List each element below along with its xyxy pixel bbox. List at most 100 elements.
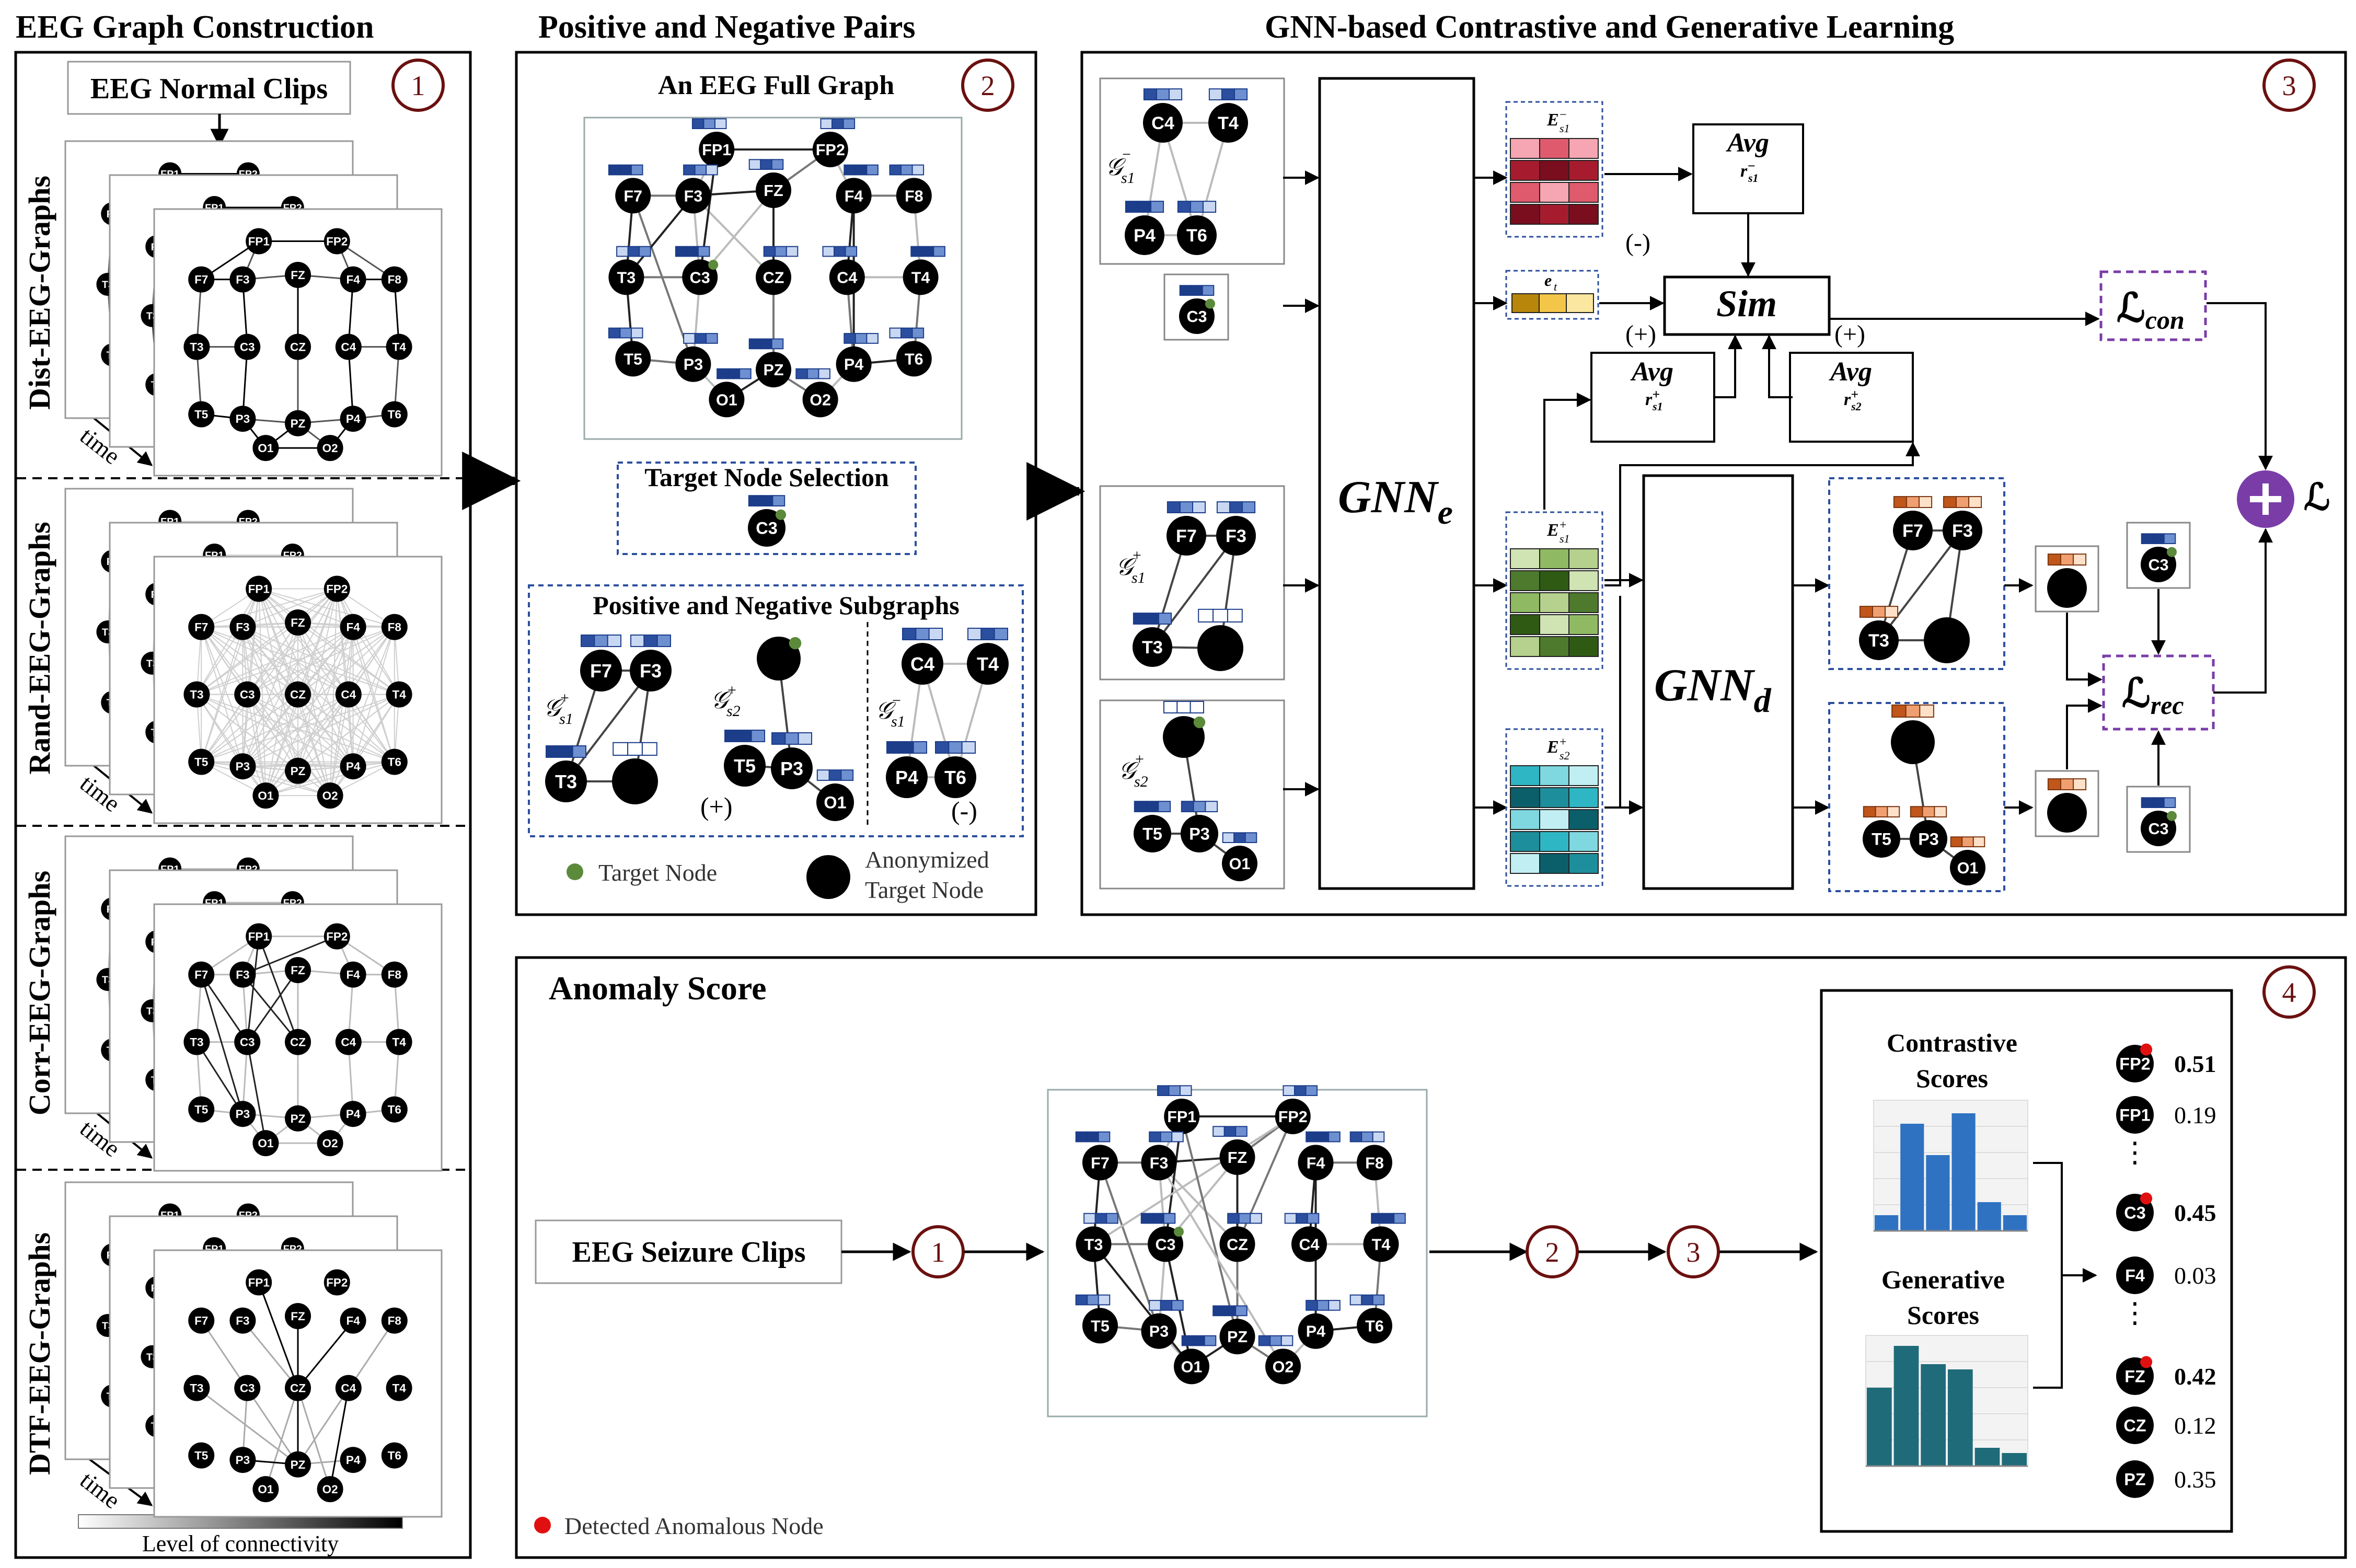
feature-cell	[1235, 1126, 1248, 1137]
feature-cell	[1143, 88, 1157, 101]
feature-cell	[1106, 1213, 1118, 1224]
graph-edge	[348, 694, 395, 763]
electrode-node	[699, 132, 735, 167]
electrode-label: T6	[388, 756, 401, 769]
electrode-label: T5	[194, 756, 208, 769]
reconstruction-loss-label: ℒrec	[2122, 672, 2184, 720]
feature-cell	[2152, 797, 2165, 809]
electrode-label: T3	[190, 341, 203, 354]
feature-cell	[798, 732, 812, 745]
graph-type-label-corr: Corr-EEG-Graphs	[22, 871, 56, 1115]
graph-edge	[297, 1320, 354, 1389]
target-marker	[2166, 811, 2177, 821]
target-node-selection-box	[617, 462, 917, 555]
target-marker	[708, 260, 719, 270]
electrode-label: C4	[341, 1382, 356, 1395]
electrode-label: FP2	[2119, 1055, 2150, 1074]
graph-edge	[265, 627, 354, 796]
eeg-normal-clips-label: EEG Normal Clips	[90, 73, 328, 105]
gnn-decoder-block	[1642, 474, 1794, 890]
feature-cell	[1919, 704, 1934, 718]
feature-cell	[1168, 1085, 1181, 1097]
electrode-label: T3	[190, 1036, 203, 1049]
electrode-label: C3	[2148, 556, 2168, 574]
feature-cell	[822, 246, 835, 257]
score-value: 0.51	[2174, 1051, 2216, 1077]
electrode-label: F7	[1091, 1154, 1110, 1172]
graph-edge	[200, 974, 248, 1043]
electrode-node	[340, 1101, 366, 1127]
feature-cell	[1205, 801, 1218, 812]
electrode-label: P4	[346, 760, 361, 773]
electrode-node	[285, 1105, 311, 1132]
eeg-seizure-clips-label: EEG Seizure Clips	[572, 1236, 805, 1269]
feature-cell	[935, 741, 950, 754]
generative-histogram-bar	[1921, 1364, 1946, 1466]
electrode-node	[902, 643, 943, 685]
electrode-node	[709, 382, 745, 418]
electrode-node	[2047, 568, 2087, 608]
electrode-label: F4	[346, 273, 360, 286]
feature-cell	[1212, 1126, 1225, 1137]
svg-text:Detected Anomalous Node: Detected Anomalous Node	[564, 1513, 824, 1539]
feature-cell	[2047, 554, 2061, 566]
anomaly-marker	[2140, 1043, 2153, 1056]
feature-cell	[1160, 1300, 1173, 1311]
electrode-node	[1216, 516, 1256, 556]
graph-edge	[329, 589, 338, 796]
feature-cell	[840, 769, 854, 781]
feature-cell	[641, 742, 657, 756]
graph-edge	[201, 694, 349, 763]
electrode-node	[188, 1442, 215, 1469]
feature-cell	[1223, 1305, 1237, 1317]
emb-pos1-cell	[1510, 592, 1540, 613]
electrode-label: PZ	[291, 1112, 306, 1125]
electrode-node	[896, 341, 932, 377]
section3-title: GNN-based Contrastive and Generative Lea…	[1265, 9, 1954, 45]
emb-target-sub: t	[1554, 280, 1557, 293]
feature-cell	[910, 246, 923, 257]
feature-cell	[1968, 496, 1982, 508]
feature-cell	[1893, 496, 1907, 508]
contrastive-histogram-bar	[1900, 1124, 1924, 1231]
emb-pos1-cell	[1539, 548, 1569, 569]
electrode-node	[1910, 820, 1947, 858]
feature-cell	[630, 635, 645, 647]
emb-neg-cell	[1539, 182, 1569, 203]
feature-cell	[933, 246, 945, 257]
electrode-label: C4	[910, 653, 934, 675]
feature-cell	[1192, 501, 1206, 513]
feature-cell	[694, 164, 707, 176]
feature-cell	[1280, 1335, 1294, 1346]
electrode-label: O2	[322, 442, 338, 455]
emb-target-label: e	[1544, 271, 1552, 290]
emb-target-frame	[1505, 270, 1599, 320]
electrode-label: F4	[845, 187, 863, 205]
electrode-node	[386, 1375, 412, 1401]
graph-edge	[258, 1282, 299, 1389]
graph-edge	[196, 588, 260, 695]
feature-cell	[1158, 801, 1171, 812]
electrode-label: FP2	[326, 930, 348, 943]
electrode-label: T3	[1142, 638, 1163, 658]
generative-histogram-bar	[1867, 1388, 1892, 1466]
feature-cell	[921, 246, 934, 257]
subgraphs-box	[528, 584, 1024, 837]
electrode-node	[285, 1451, 311, 1478]
graph-edge	[247, 694, 298, 771]
electrode-node	[836, 346, 872, 382]
electrode-node	[615, 178, 651, 214]
electrode-node	[188, 614, 215, 640]
feature-cell	[854, 333, 868, 344]
feature-cell	[889, 164, 902, 176]
emb-pos1-sup: +	[1560, 518, 1567, 532]
electrode-node	[1082, 1308, 1118, 1344]
electrode-node	[381, 748, 408, 775]
emb-pos2-frame	[1505, 728, 1603, 887]
graph-edge	[1181, 1116, 1239, 1337]
feature-cell	[1955, 496, 1970, 508]
electrode-label: T5	[1142, 825, 1162, 844]
generative-histogram-bar	[1948, 1369, 1973, 1466]
contrastive-histogram-bar	[1951, 1113, 1976, 1231]
